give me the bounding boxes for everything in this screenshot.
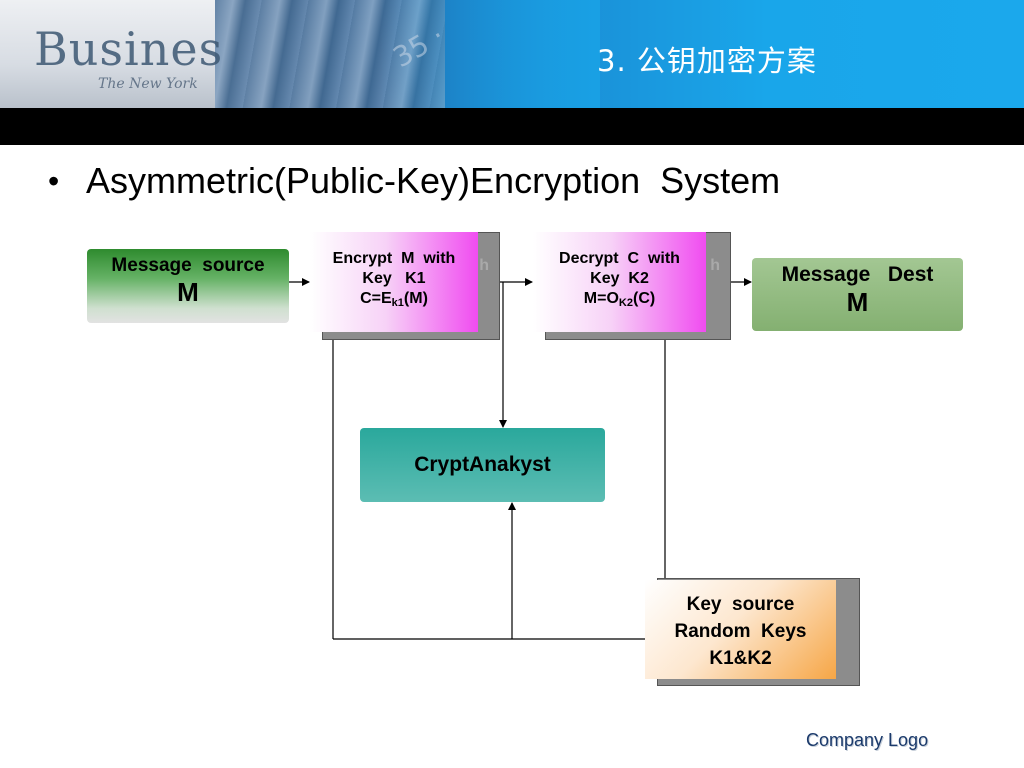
decrypt-shadow-text: h — [710, 257, 720, 274]
bullet-marker: • — [48, 163, 60, 199]
header-divider-bar — [0, 108, 1024, 145]
banner-fade — [380, 0, 600, 108]
message-dest-box: Message Dest M — [752, 258, 963, 331]
company-logo: Company Logo — [806, 730, 929, 750]
encrypt-formula: C=Ek1(M) — [360, 290, 428, 309]
decrypt-line1: Decrypt C with — [559, 250, 680, 267]
message-dest-label: Message Dest — [781, 263, 934, 286]
encrypt-box: Encrypt M with Key K1 C=Ek1(M) — [310, 232, 478, 332]
message-dest-symbol: M — [846, 287, 869, 317]
decrypt-formula: M=OK2(C) — [583, 290, 656, 309]
newspaper-image — [0, 0, 215, 108]
message-source-box: Message source M — [87, 249, 289, 323]
encrypt-line1: Encrypt M with — [332, 250, 456, 267]
encrypt-shadow-text: h — [479, 257, 489, 274]
cryptanalyst-box: CryptAnakyst — [360, 428, 605, 502]
header-banner: Busines The New York 35 · 3. 公钥加密方案 — [0, 0, 1024, 108]
key-source-line3: K1&K2 — [709, 648, 772, 669]
encrypt-line2: Key K1 — [362, 270, 426, 287]
newspaper-subtitle: The New York — [98, 76, 198, 92]
bullet-text: Asymmetric(Public-Key)Encryption System — [86, 160, 781, 201]
decrypt-box: Decrypt C with Key K2 M=OK2(C) — [533, 232, 706, 332]
key-source-box: Key source Random Keys K1&K2 — [645, 580, 836, 679]
message-source-label: Message source — [111, 255, 265, 276]
decrypt-line2: Key K2 — [590, 270, 649, 287]
slide-title: 3. 公钥加密方案 — [597, 44, 817, 78]
newspaper-masthead: Busines — [34, 22, 224, 76]
message-source-symbol: M — [177, 277, 199, 307]
key-source-line2: Random Keys — [674, 621, 807, 642]
key-source-line1: Key source — [686, 594, 795, 615]
